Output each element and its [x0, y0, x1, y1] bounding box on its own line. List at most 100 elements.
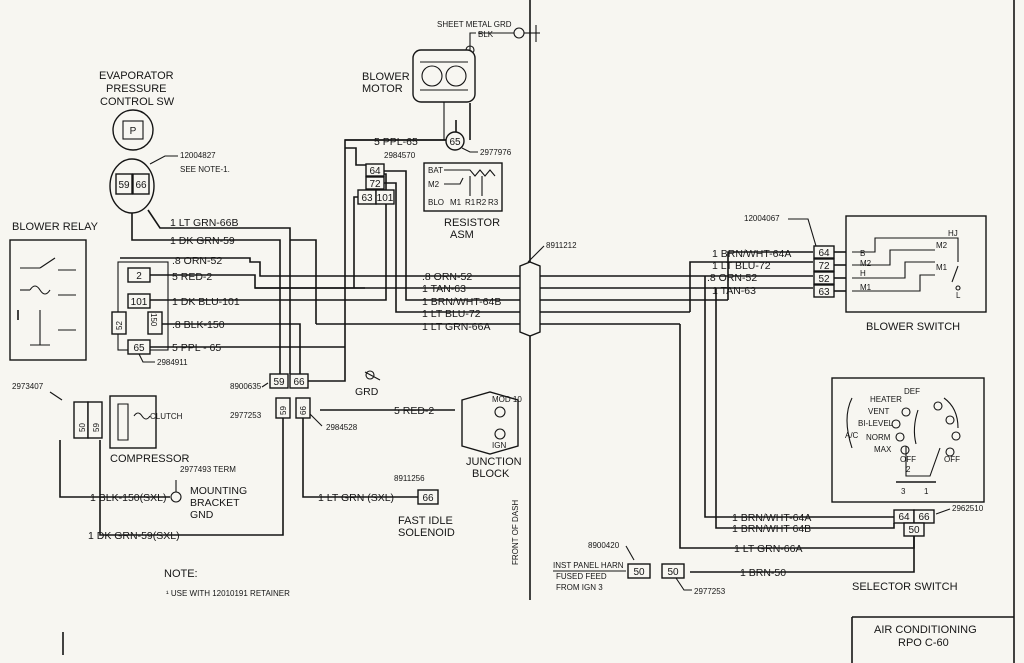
selector-vent: VENT [868, 407, 889, 416]
wire-orn-52-left: .8 ORN-52 [172, 255, 222, 267]
bulkhead-connector [519, 261, 541, 337]
ground-eyelet-icon [513, 27, 525, 39]
blk-label: BLK [478, 30, 494, 39]
resistor-connector-part: 2984570 [384, 151, 416, 160]
relay-pin-101: 101 [131, 297, 148, 308]
fast-idle-pin-66: 66 [422, 493, 434, 504]
selector-heater: HEATER [870, 395, 902, 404]
wire-blk-150-sxl: 1 BLK-150(SXL) [90, 492, 166, 504]
mid-connector-part-c: 2984528 [326, 423, 358, 432]
evap-pin-59: 59 [118, 180, 130, 191]
selector-switch-box [831, 377, 985, 503]
wire-orn-52-mid: .8 ORN-52 [422, 271, 472, 283]
resistor-m1: M1 [450, 198, 462, 207]
mid-wires: .8 ORN-52 1 TAN-63 1 BRN/WHT-64B 1 LT BL… [290, 239, 530, 333]
mid-connector-group: 8900635 59 66 59 66 2977253 2984528 GRD [99, 360, 418, 536]
evaporator-switch-group: EVAPORATOR PRESSURE CONTROL SW P 59 66 1… [99, 70, 291, 374]
junction-block-body [461, 391, 519, 455]
title-line-1: AIR CONDITIONING [874, 624, 977, 636]
panel-line-1: INST PANEL HARN [553, 561, 624, 570]
wire-lt-grn-66a-sel: 1 LT GRN-66A [734, 543, 802, 555]
evap-pin-66: 66 [135, 180, 147, 191]
blower-relay-title: BLOWER RELAY [12, 221, 99, 233]
resistor-blo: BLO [428, 198, 444, 207]
wire-lt-grn-66b: 1 LT GRN-66B [170, 217, 238, 229]
selector-def: DEF [904, 387, 920, 396]
left-wires: .8 ORN-52 5 RED-2 1 DK BLU-101 .8 BLK-15… [120, 173, 530, 374]
resistor-group: 5 PPL-65 65 2977976 2984570 64 72 63 101… [345, 131, 530, 313]
selector-n2: 2 [906, 465, 911, 474]
blower-switch-box [845, 215, 987, 313]
wire-red-2: 5 RED-2 [172, 271, 212, 283]
wire-lt-grn-sxl: 1 LT GRN (SXL) [318, 492, 394, 504]
compressor-group: 2973407 50 59 CLUTCH COMPRESSOR 2977493 … [12, 382, 247, 542]
blower-switch-pin-63: 63 [818, 287, 830, 298]
panel-pin-50-b: 50 [667, 567, 679, 578]
selector-n3: 3 [901, 487, 906, 496]
selector-pin-66: 66 [918, 512, 930, 523]
selector-bilevel: BI-LEVEL [858, 419, 894, 428]
blower-switch-title: BLOWER SWITCH [866, 321, 960, 333]
pressure-switch-icon [112, 109, 154, 151]
ground-symbol-icon [365, 370, 375, 380]
mid-pin-59-lower: 59 [279, 406, 288, 415]
ppl-65-terminal-number: 65 [449, 137, 461, 148]
fast-idle-title-2: SOLENOID [398, 527, 455, 539]
bracket-ground-icon [170, 491, 182, 503]
blower-switch-hj: HJ [948, 229, 958, 238]
bulkhead-part: 8911212 [546, 241, 577, 250]
wire-grd: GRD [355, 386, 379, 398]
blower-switch-h: H [860, 269, 866, 278]
fast-idle-title-1: FAST IDLE [398, 515, 453, 527]
mid-pin-66: 66 [293, 377, 305, 388]
wire-tan-63-r: 1 TAN-63 [712, 285, 756, 297]
mid-pin-66-lower: 66 [299, 406, 308, 415]
selector-off-2: OFF [944, 455, 960, 464]
selector-switch-group: HEATER DEF VENT BI-LEVEL A/C NORM MAX OF… [679, 276, 985, 593]
selector-max: MAX [874, 445, 892, 454]
panel-line-3: FROM IGN 3 [556, 583, 603, 592]
blower-switch-pin-52: 52 [818, 274, 830, 285]
wire-dk-grn-59-sxl: 1 DK GRN-59(SXL) [88, 530, 180, 542]
panel-feed-group: 8900420 INST PANEL HARN FUSED FEED FROM … [553, 541, 786, 596]
mounting-label-2: BRACKET [190, 497, 240, 509]
bulkhead-group: 8911212 [519, 241, 728, 337]
resistor-pin-63: 63 [361, 193, 373, 204]
selector-title: SELECTOR SWITCH [852, 581, 958, 593]
evap-title-3: CONTROL SW [100, 96, 175, 108]
compressor-part: 2973407 [12, 382, 44, 391]
relay-connector-group: 2 101 52 150 65 2984911 [111, 261, 188, 367]
title-line-2: RPO C-60 [898, 637, 949, 649]
junction-title-1: JUNCTION [466, 456, 522, 468]
wire-dk-grn-59: 1 DK GRN-59 [170, 235, 235, 247]
evap-title-2: PRESSURE [106, 83, 167, 95]
panel-pin-50-a: 50 [633, 567, 645, 578]
resistor-r1: R1 [465, 198, 476, 207]
blower-switch-pin-72: 72 [818, 261, 830, 272]
blower-switch-group: 12004067 1 BRN/WHT-64A 1 LT BLU-72 .8 OR… [689, 214, 987, 333]
compressor-term-part: 2977493 TERM [180, 465, 236, 474]
blower-switch-m1-inner: M1 [936, 263, 948, 272]
wire-brn-wht-64a-sel: 1 BRN/WHT-64A [732, 512, 811, 524]
relay-pin-2: 2 [136, 271, 142, 282]
wire-lt-blu-72-r: 1 LT BLU-72 [712, 260, 771, 272]
junction-block-group: 5 RED-2 MOD 10 IGN JUNCTION BLOCK [320, 391, 522, 480]
wire-dk-blu-101: 1 DK BLU-101 [172, 296, 240, 308]
blower-switch-m2: M2 [860, 259, 872, 268]
panel-part: 8900420 [588, 541, 620, 550]
panel-line-2: FUSED FEED [556, 572, 607, 581]
selector-part: 2962510 [952, 504, 984, 513]
mid-connector-part-b: 2977253 [230, 411, 262, 420]
sheet-metal-grd-label: SHEET METAL GRD [437, 20, 512, 29]
blower-relay-box [9, 239, 87, 361]
evap-p-label: P [130, 126, 137, 137]
blower-switch-part: 12004067 [744, 214, 780, 223]
resistor-pin-72: 72 [369, 179, 381, 190]
wire-ppl-65: 5 PPL - 65 [172, 342, 221, 354]
relay-pin-65: 65 [133, 343, 145, 354]
wire-ppl-65-top: 5 PPL-65 [374, 136, 418, 148]
panel-part-b: 2977253 [694, 587, 726, 596]
wire-brn-wht-64b-mid: 1 BRN/WHT-64B [422, 296, 501, 308]
evap-part-number: 12004827 [180, 151, 216, 160]
